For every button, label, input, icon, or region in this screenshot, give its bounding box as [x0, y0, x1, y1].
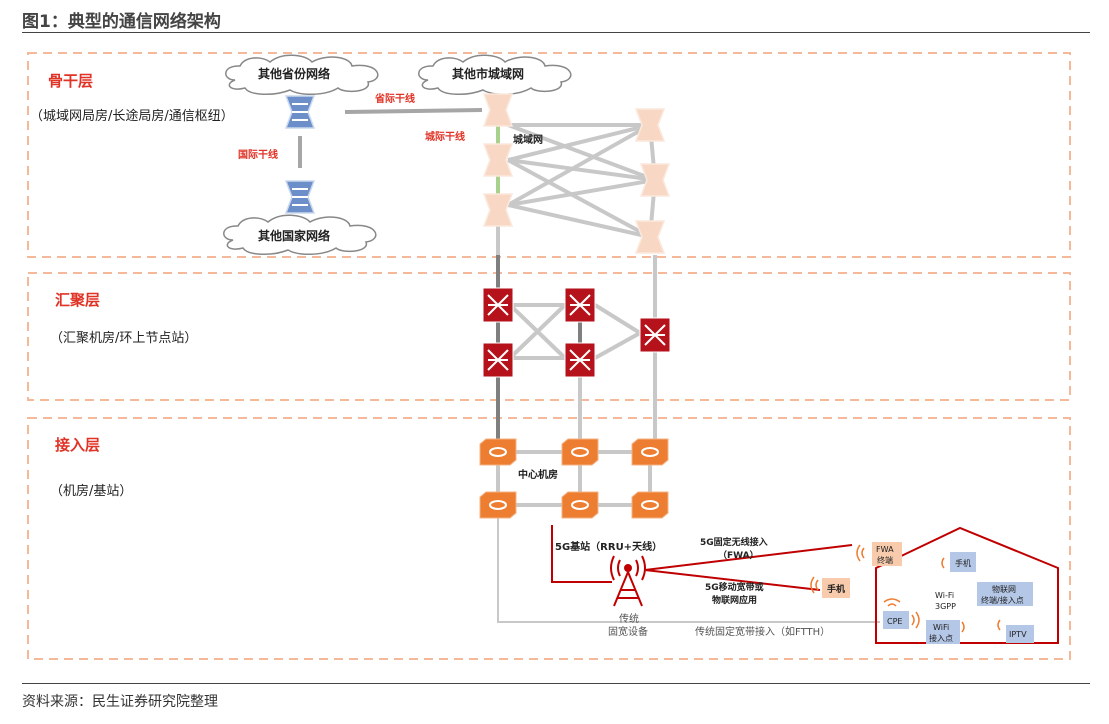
- legacy-fixed-label-2: 固宽设备: [608, 625, 648, 638]
- fwa-terminal-label-2: 终端: [877, 555, 893, 565]
- bottom-rule: [22, 683, 1090, 684]
- base-station-feed: [551, 525, 612, 583]
- switch-icon: [564, 287, 596, 323]
- dark-uplinks: [496, 255, 582, 440]
- legacy-fixed-label-1: 传统: [619, 612, 639, 625]
- access-switch-icon: [631, 438, 669, 466]
- backbone-layer-border: [27, 52, 1071, 258]
- cpe-box: [883, 611, 909, 629]
- wifi-signal-icon: [883, 598, 920, 629]
- router-icon: [483, 93, 513, 127]
- mobile-radio-link: [644, 569, 821, 591]
- cloud-icon: [418, 54, 572, 95]
- access-grid-links: [496, 450, 652, 507]
- layer-name-access: 接入层: [55, 436, 100, 454]
- mobile-broadband-label-1: 5G移动宽带或: [705, 581, 764, 593]
- wifi-signal-icon: [961, 621, 965, 633]
- router-icon: [635, 220, 665, 254]
- layer-desc-access: （机房/基站）: [50, 483, 132, 499]
- provincial-trunk-label: 省际干线: [374, 92, 415, 105]
- access-switch-icon: [479, 438, 517, 466]
- router-icon: [285, 180, 315, 214]
- router-icon: [483, 143, 513, 177]
- switch-icon: [564, 342, 596, 378]
- central-office-label: 中心机房: [518, 468, 558, 481]
- wifi-ap-label-2: 接入点: [929, 633, 953, 643]
- access-switch-icon: [479, 491, 517, 519]
- fixed-broadband-label: 传统固定宽带接入（如FTTH）: [695, 625, 830, 638]
- cpe-label: CPE: [887, 617, 902, 626]
- base-station-label: 5G基站（RRU+天线）: [555, 540, 662, 553]
- wifi-signal-icon: [997, 619, 1001, 631]
- switch-icon: [639, 317, 671, 353]
- fwa-access-label-2: （FWA）: [718, 550, 759, 561]
- access-switch-icon: [561, 491, 599, 519]
- cloud-other-country: 其他国家网络: [258, 228, 330, 243]
- wifi-3gpp-label-2: 3GPP: [935, 602, 956, 611]
- outdoor-phone-box: [822, 578, 850, 598]
- layer-name-aggregation: 汇聚层: [55, 291, 100, 309]
- access-switch-icon: [561, 438, 599, 466]
- router-icon: [483, 193, 513, 227]
- cloud-icon: [225, 54, 379, 95]
- metro-network-label: 城域网: [513, 133, 543, 146]
- iptv-label: IPTV: [1009, 630, 1027, 639]
- mobile-broadband-label-2: 物联网应用: [712, 594, 757, 606]
- fixed-broadband-line: [497, 518, 880, 623]
- iot-box: [977, 582, 1033, 606]
- wifi-signal-icon: [941, 557, 945, 569]
- cloud-icon: [223, 214, 377, 255]
- intercity-trunk-label: 城际干线: [425, 130, 465, 143]
- switch-icon: [482, 287, 514, 323]
- home-phone-label: 手机: [955, 558, 971, 568]
- cloud-other-province: 其他省份网络: [258, 66, 330, 81]
- figure-title: 图1：典型的通信网络架构: [22, 12, 221, 32]
- wifi-signal-icon: [810, 576, 819, 594]
- switch-icon: [482, 342, 514, 378]
- wifi-signal-icon: [856, 544, 865, 562]
- fwa-terminal-label-1: FWA: [876, 545, 894, 554]
- layer-name-backbone: 骨干层: [48, 72, 93, 90]
- access-switch-icon: [631, 491, 669, 519]
- source-note: 资料来源：民生证券研究院整理: [22, 694, 218, 710]
- wifi-3gpp-label-1: Wi-Fi: [935, 591, 954, 600]
- top-rule: [22, 32, 1090, 33]
- wifi-ap-label-1: WiFi: [933, 623, 949, 632]
- cloud-other-city: 其他市城域网: [452, 66, 524, 81]
- router-icon: [285, 95, 315, 129]
- fwa-access-label-1: 5G固定无线接入: [700, 536, 768, 548]
- iot-label-2: 终端/接入点: [981, 595, 1024, 605]
- layer-desc-aggregation: （汇聚机房/环上节点站）: [50, 330, 197, 346]
- vertical-uplinks: [496, 220, 657, 440]
- home-phone-box: [950, 552, 976, 572]
- international-trunk-label: 国际干线: [238, 148, 278, 161]
- access-layer-border: [27, 417, 1071, 660]
- iptv-box: [1006, 625, 1034, 643]
- iot-label-1: 物联网: [992, 584, 1016, 594]
- wifi-ap-box: [926, 620, 960, 644]
- antenna-tower-icon: [610, 555, 646, 607]
- fwa-radio-link: [644, 544, 853, 571]
- provincial-trunk-line: [344, 108, 483, 114]
- layer-desc-backbone: （城域网局房/长途局房/通信枢纽）: [30, 108, 234, 124]
- outdoor-phone-label: 手机: [827, 583, 845, 595]
- fwa-terminal-box: [872, 542, 902, 566]
